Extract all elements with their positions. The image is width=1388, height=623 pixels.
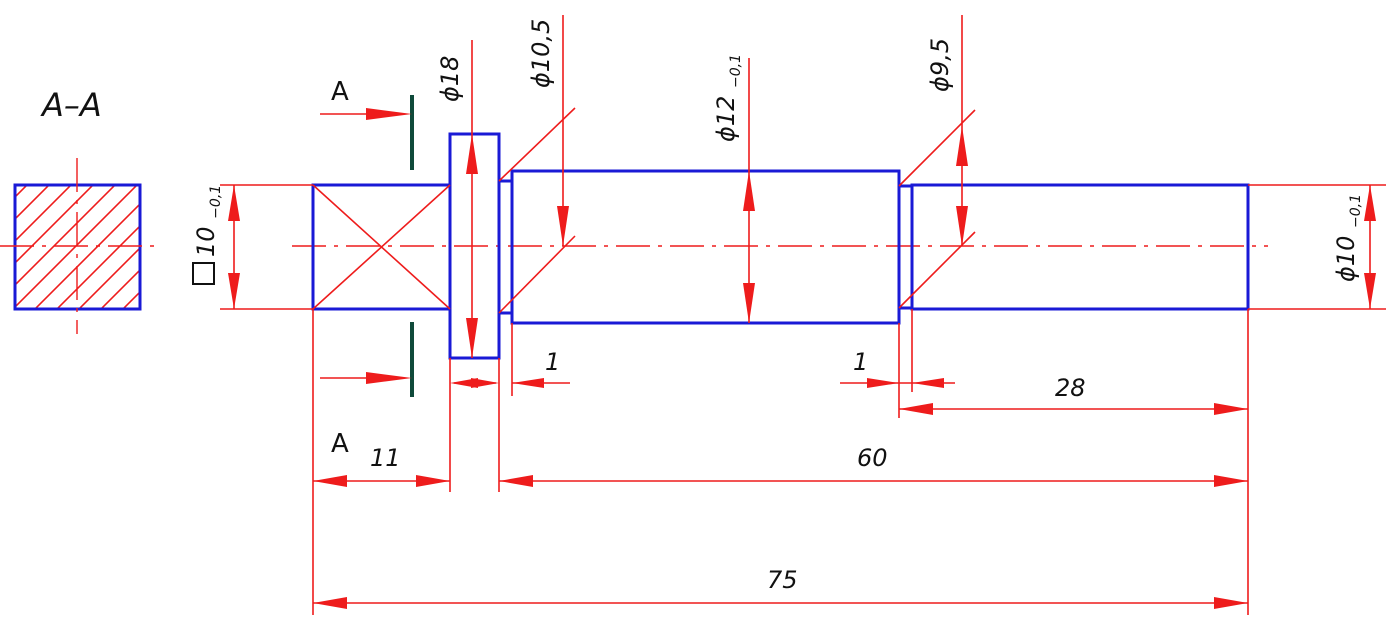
groove-left — [497, 179, 514, 315]
dim-60-label: 60 — [857, 444, 888, 472]
dim-groove-left-label: 1 — [545, 348, 560, 376]
dim-groove-left: 1 — [512, 348, 570, 388]
section-mark-top: A — [331, 77, 349, 107]
dim-d12-main: ϕ12 — [712, 96, 740, 142]
dim-11-label: 11 — [370, 444, 401, 472]
dim-square-tol: −0,1 — [208, 185, 224, 219]
dim-28: 28 — [899, 374, 1248, 415]
dim-60: 60 — [499, 444, 1248, 487]
shaft-outline — [311, 132, 1250, 360]
dim-square-main: 10 — [192, 226, 220, 257]
cut-arrow-top — [366, 108, 412, 120]
dim-collar-width — [450, 378, 499, 388]
section-mark-bottom: A — [331, 429, 349, 459]
dim-d10-tol: −0,1 — [1348, 194, 1364, 228]
dim-d12-tol: −0,1 — [728, 54, 744, 88]
dim-d10-main: ϕ10 — [1332, 236, 1360, 282]
svg-text:ϕ10 −0,1: ϕ10 −0,1 — [1332, 194, 1364, 282]
dim-d10: ϕ10 −0,1 — [1248, 184, 1386, 310]
dim-11: 11 — [313, 444, 450, 487]
dim-28-label: 28 — [1055, 374, 1086, 402]
groove-right — [897, 184, 914, 310]
dim-d10-5-label: ϕ10,5 — [527, 19, 555, 88]
square-symbol-icon — [192, 262, 215, 285]
section-view: A–A — [0, 86, 162, 334]
dim-d12: ϕ12 −0,1 — [712, 54, 755, 323]
dim-75-label: 75 — [767, 566, 798, 594]
section-hatching — [15, 185, 140, 309]
dim-groove-right: 1 — [840, 348, 955, 388]
dim-75: 75 — [313, 566, 1248, 609]
dim-d9-5: ϕ9,5 — [898, 15, 976, 309]
dim-d18: ϕ18 — [436, 40, 478, 358]
dim-groove-right-label: 1 — [853, 348, 868, 376]
dim-d10-5: ϕ10,5 — [498, 15, 576, 314]
dim-d18-label: ϕ18 — [436, 56, 464, 102]
main-journal — [510, 169, 901, 325]
section-title: A–A — [40, 86, 102, 124]
cut-arrow-bottom — [366, 372, 412, 384]
svg-text:ϕ12 −0,1: ϕ12 −0,1 — [712, 54, 744, 142]
section-cut-markers: A A — [320, 77, 414, 459]
svg-text:10 −0,1: 10 −0,1 — [192, 185, 224, 257]
flat-cross-line-2 — [312, 184, 451, 310]
end-journal — [910, 183, 1250, 311]
dim-square-10: 10 −0,1 — [192, 184, 313, 310]
dim-d9-5-label: ϕ9,5 — [926, 38, 954, 92]
